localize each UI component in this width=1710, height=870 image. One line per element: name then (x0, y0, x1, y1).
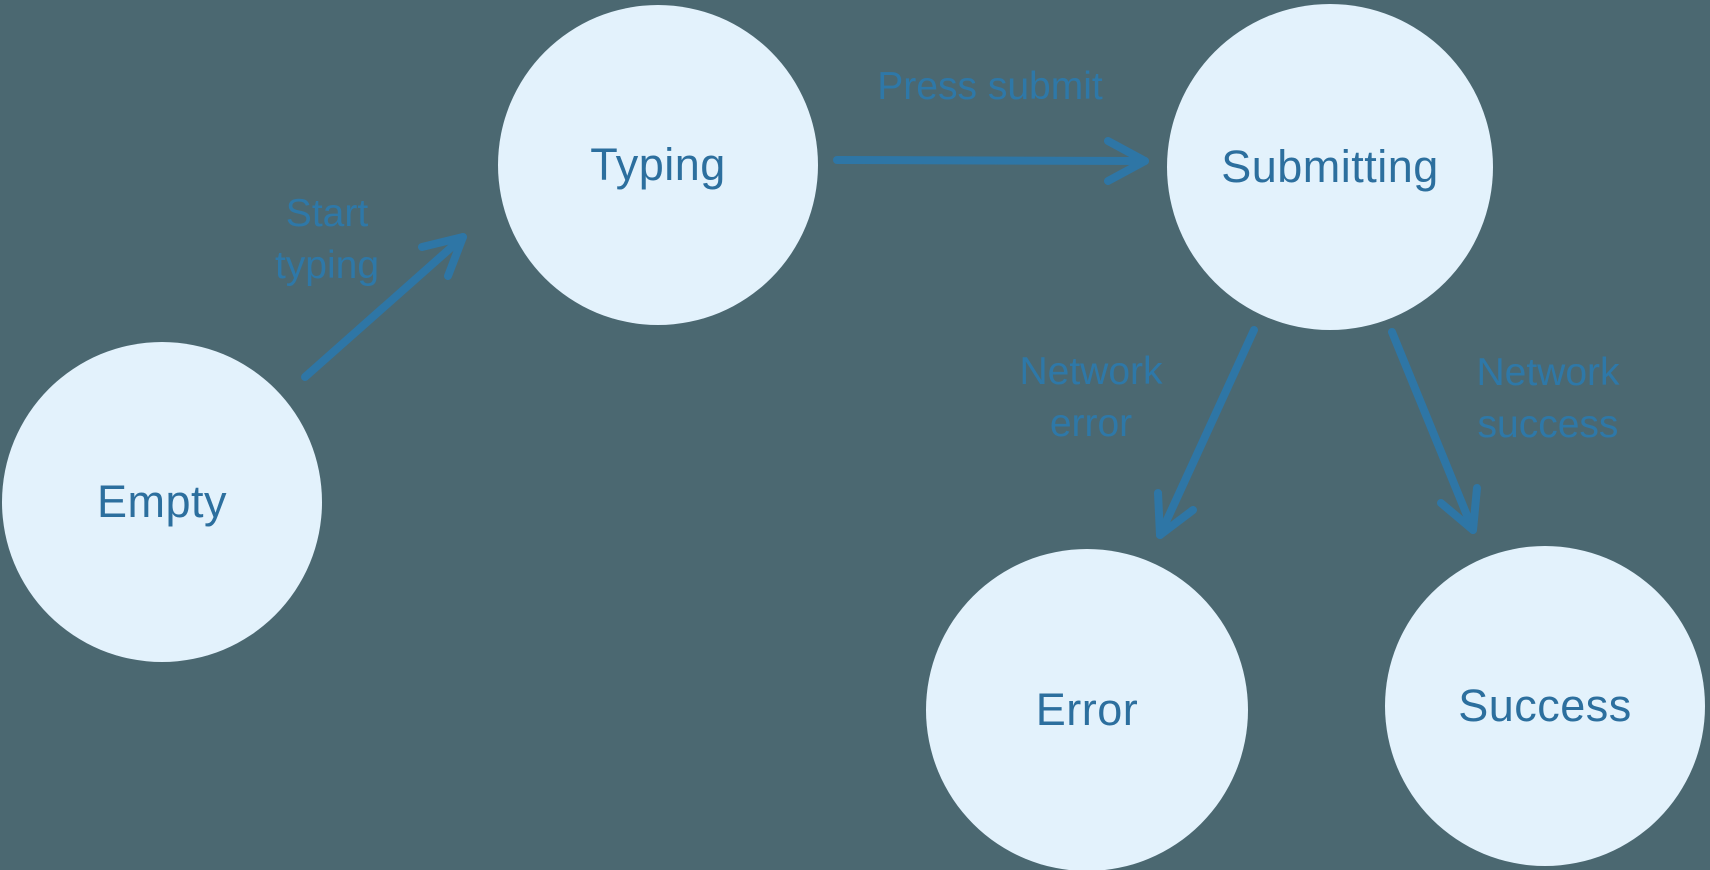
edge-label-line: Network (1019, 350, 1163, 393)
state-label-typing: Typing (590, 139, 726, 190)
arrow-submitting-to-error (1154, 326, 1258, 539)
state-node-submitting: Submitting (1167, 4, 1493, 330)
edge-label-line: error (1049, 402, 1133, 445)
state-label-error: Error (1035, 684, 1139, 735)
edge-label-line: success (1477, 403, 1619, 446)
arrow-typing-to-submitting (833, 137, 1149, 185)
edge-label-line: Press submit (877, 65, 1103, 108)
edge-label-line: Network (1476, 351, 1620, 394)
edge-label-start-typing: Start typing (275, 188, 379, 292)
arrow-submitting-to-success (1388, 328, 1481, 534)
state-node-error: Error (926, 549, 1248, 870)
edge-label-line: Start (285, 192, 369, 235)
state-node-empty: Empty (2, 342, 322, 662)
state-node-success: Success (1385, 546, 1705, 866)
edge-label-network-error: Network error (1019, 346, 1162, 450)
state-label-empty: Empty (96, 476, 228, 527)
state-label-success: Success (1458, 680, 1632, 731)
edge-label-network-success: Network success (1476, 347, 1619, 451)
edge-label-line: typing (274, 244, 380, 287)
arrow-empty-to-typing (301, 233, 467, 381)
state-node-typing: Typing (498, 5, 818, 325)
state-label-submitting: Submitting (1221, 141, 1439, 192)
edge-label-press-submit: Press submit (877, 61, 1102, 113)
